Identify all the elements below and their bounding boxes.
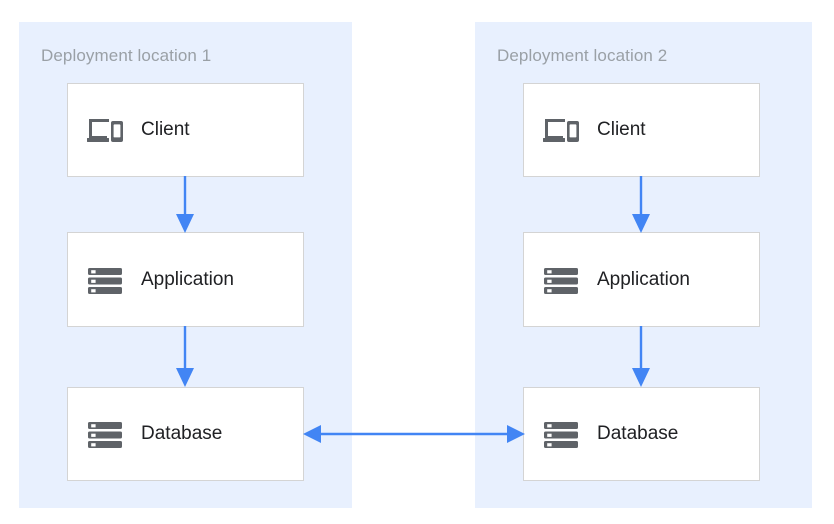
arrow-application-to-database-location-2 — [632, 326, 650, 387]
node-database-location-2[interactable]: Database — [523, 387, 760, 481]
node-label: Database — [141, 423, 223, 444]
node-label: Database — [597, 423, 679, 444]
node-client-location-1[interactable]: Client — [67, 83, 304, 177]
node-label: Application — [141, 268, 234, 290]
node-application-location-1[interactable]: Application — [67, 232, 304, 327]
node-label: Application — [597, 268, 690, 290]
devices-icon — [543, 119, 579, 142]
node-label: Client — [597, 119, 646, 140]
arrow-client-to-application-location-1 — [176, 176, 194, 233]
server-rack-icon — [544, 422, 578, 448]
arrow-application-to-database-location-1 — [176, 326, 194, 387]
deployment-location-1-label: Deployment location 1 — [41, 46, 212, 65]
node-client-location-2[interactable]: Client — [523, 83, 760, 177]
server-rack-icon — [544, 267, 578, 294]
arrow-database-replication-link — [303, 425, 525, 443]
server-rack-icon — [88, 267, 122, 294]
deployment-location-2-label: Deployment location 2 — [497, 46, 668, 65]
devices-icon — [87, 119, 123, 142]
node-application-location-2[interactable]: Application — [523, 232, 760, 327]
arrow-client-to-application-location-2 — [632, 176, 650, 233]
server-rack-icon — [88, 422, 122, 448]
node-label: Client — [141, 119, 190, 140]
node-database-location-1[interactable]: Database — [67, 387, 304, 481]
